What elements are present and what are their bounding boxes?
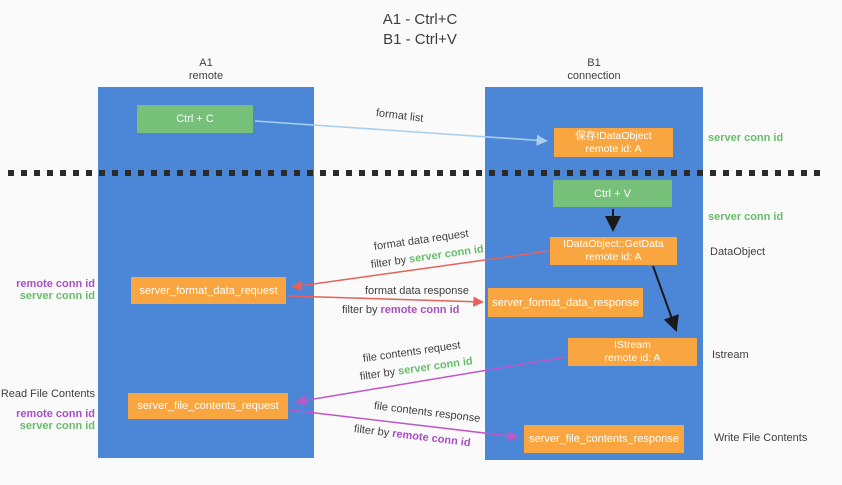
label-write-file-contents: Write File Contents <box>714 432 808 444</box>
node-server-format-data-response: server_format_data_response <box>488 288 643 317</box>
node-istream: IStream remote id: A <box>568 338 697 366</box>
node-server-file-contents-request: server_file_contents_request <box>128 393 288 419</box>
column-a-name: A1 <box>199 57 213 69</box>
remote-conn-id-text: remote conn id <box>391 427 472 450</box>
node-file-response-label: server_file_contents_response <box>529 433 679 445</box>
column-b-header: B1 connection <box>485 57 703 83</box>
label-server-conn-id-top: server conn id <box>708 132 784 144</box>
node-getdata-line1: IDataObject::GetData <box>563 238 664 250</box>
filter-by-text: filter by <box>359 365 399 383</box>
label-remote-conn-id-2: remote conn id <box>16 408 95 420</box>
column-a-role: remote <box>188 70 224 82</box>
column-a-header: A1 remote <box>98 57 314 83</box>
label-file-contents-response: file contents response <box>373 400 481 425</box>
label-format-data-response: format data response <box>365 285 469 297</box>
node-format-request-label: server_format_data_request <box>139 284 278 297</box>
filter-by-text: filter by <box>370 253 410 271</box>
node-ctrl-c: Ctrl + C <box>137 105 253 133</box>
title-line-1: A1 - Ctrl+C <box>382 11 458 28</box>
column-b-name: B1 <box>587 57 601 69</box>
dotted-divider <box>8 170 825 176</box>
label-istream: Istream <box>712 349 749 361</box>
node-getdata-line2: remote id: A <box>585 251 642 263</box>
label-filter-by-remote-1: filter by remote conn id <box>342 304 459 316</box>
label-server-conn-id-mid: server conn id <box>708 211 784 223</box>
node-ctrl-v-label: Ctrl + V <box>594 187 631 200</box>
node-save-line1: 保存IDataObject <box>575 129 652 142</box>
node-server-file-contents-response: server_file_contents_response <box>524 425 684 453</box>
filter-by-text: filter by <box>342 304 381 316</box>
label-filter-by-remote-2: filter by remote conn id <box>353 423 471 449</box>
node-ctrl-c-label: Ctrl + C <box>176 113 214 125</box>
column-b-role: connection <box>567 70 621 82</box>
label-server-conn-id-1: server conn id <box>19 290 95 302</box>
label-remote-conn-id-1: remote conn id <box>16 278 95 290</box>
label-format-list: format list <box>375 107 425 125</box>
node-file-request-label: server_file_contents_request <box>137 400 279 412</box>
node-ctrl-v: Ctrl + V <box>553 180 672 207</box>
diagram-title: A1 - Ctrl+C B1 - Ctrl+V <box>300 10 540 50</box>
filter-by-text: filter by <box>353 423 393 440</box>
label-read-file-contents: Read File Contents <box>0 388 95 400</box>
node-idataobject-getdata: IDataObject::GetData remote id: A <box>550 237 677 265</box>
remote-conn-id-text: remote conn id <box>380 304 460 316</box>
label-server-conn-id-2: server conn id <box>19 420 95 432</box>
title-line-2: B1 - Ctrl+V <box>383 31 457 48</box>
node-istream-line2: remote id: A <box>604 352 661 364</box>
node-save-line2: remote id: A <box>585 142 642 155</box>
node-format-response-label: server_format_data_response <box>492 296 639 309</box>
node-server-format-data-request: server_format_data_request <box>131 277 286 304</box>
label-conn-ids-format: remote conn id server conn id <box>16 278 95 302</box>
label-conn-ids-file: remote conn id server conn id <box>16 408 95 432</box>
node-save-idataobject: 保存IDataObject remote id: A <box>554 128 673 157</box>
label-dataobject: DataObject <box>710 246 766 258</box>
node-istream-line1: IStream <box>614 339 651 351</box>
